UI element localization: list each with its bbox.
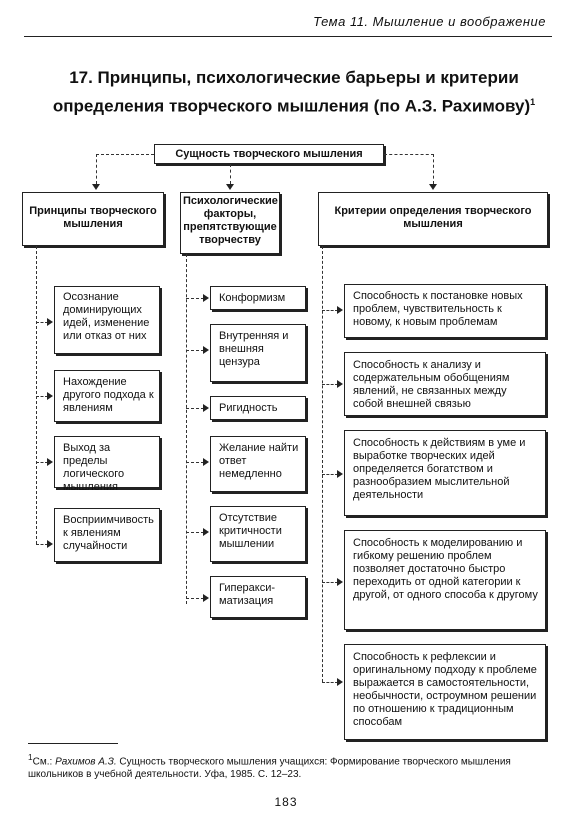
root-connector — [384, 154, 434, 155]
branch — [36, 544, 48, 545]
principle-item-text: Осознание доминирующих идей, изменение и… — [63, 291, 150, 342]
title-line-2-wrap: определения творческого мышления (по А.З… — [34, 90, 554, 119]
criterion-item-text: Способность к действиям в уме и выработк… — [353, 437, 526, 501]
barrier-item: Желание найти ответ немедленно — [210, 436, 306, 492]
criterion-item-text: Способность к анализу и содержательным о… — [353, 359, 510, 410]
section-title: 17. Принципы, психологические барьеры и … — [34, 66, 554, 119]
branch — [36, 462, 48, 463]
barrier-item-text: Гиперакси-матизация — [219, 582, 276, 607]
branch — [322, 682, 338, 683]
criterion-item-text: Способность к постановке новых проблем, … — [353, 290, 523, 328]
arrow-right — [203, 404, 209, 412]
barrier-item: Гиперакси-матизация — [210, 576, 306, 618]
barrier-item-text: Внутренняя и внешняя цензура — [219, 330, 289, 368]
root-connector — [96, 154, 154, 155]
barrier-item-text: Желание найти ответ немедленно — [219, 442, 299, 480]
arrow-right — [203, 458, 209, 466]
barrier-item-text: Отсутствие критичности мышлении — [219, 512, 282, 550]
barrier-item: Внутренняя и внешняя цензура — [210, 324, 306, 382]
title-footnote-mark: 1 — [530, 97, 536, 107]
title-line-2: определения творческого мышления (по А.З… — [52, 96, 531, 116]
branch — [322, 384, 338, 385]
root-box: Сущность творческого мышления — [154, 144, 384, 164]
footnote-mark: 1 — [28, 752, 33, 762]
criteria-heading: Критерии определения творческого мышлени… — [318, 192, 548, 246]
header-rule — [24, 36, 552, 37]
criterion-item-text: Способность к моделированию и гибкому ре… — [353, 537, 538, 601]
criterion-item-text: Способность к рефлексии и оригинальному … — [353, 651, 537, 728]
root-connector — [433, 154, 434, 184]
principle-item-text: Нахождение другого подхода к явлениям — [63, 376, 154, 414]
branch — [186, 532, 204, 533]
footnote: 1См.: Рахимов А.З. Сущность творческого … — [28, 751, 548, 781]
branch — [36, 322, 48, 323]
arrow-right — [337, 678, 343, 686]
running-header: Тема 11. Мышление и воображение — [0, 0, 572, 40]
barrier-item: Конформизм — [210, 286, 306, 310]
criterion-item: Способность к действиям в уме и выработк… — [344, 430, 546, 516]
footnote-rule — [28, 743, 118, 744]
arrow-right — [47, 318, 53, 326]
branch — [186, 298, 204, 299]
criteria-heading-text: Критерии определения творческого мышлени… — [334, 205, 532, 230]
arrow-right — [203, 528, 209, 536]
principle-item-text: Выход за пределы логического мышления — [63, 442, 125, 493]
criterion-item: Способность к рефлексии и оригинальному … — [344, 644, 546, 740]
principles-heading-text: Принципы творческого мышления — [29, 205, 157, 230]
arrow-right — [203, 594, 209, 602]
branch — [186, 408, 204, 409]
title-line-1: 17. Принципы, психологические барьеры и … — [69, 68, 519, 87]
arrow-down — [92, 184, 100, 190]
root-connector — [230, 164, 231, 184]
barrier-item-text: Ригидность — [219, 402, 278, 414]
diagram: Сущность творческого мышления Принципы т… — [22, 144, 548, 740]
footnote-prefix: См.: — [32, 756, 56, 768]
arrow-right — [203, 294, 209, 302]
arrow-right — [337, 578, 343, 586]
principle-item: Выход за пределы логического мышления — [54, 436, 160, 493]
branch — [186, 598, 204, 599]
arrow-right — [337, 380, 343, 388]
arrow-right — [337, 306, 343, 314]
branch — [186, 350, 204, 351]
principle-item-text: Восприимчивость к явлениям случайности — [63, 514, 154, 552]
footnote-author: Рахимов А.З. — [55, 756, 117, 768]
arrow-right — [47, 458, 53, 466]
barrier-item: Отсутствие критичности мышлении — [210, 506, 306, 562]
arrow-right — [47, 392, 53, 400]
criterion-item: Способность к моделированию и гибкому ре… — [344, 530, 546, 630]
branch — [36, 396, 48, 397]
branch — [322, 310, 338, 311]
criterion-item: Способность к анализу и содержательным о… — [344, 352, 546, 416]
principle-item: Нахождение другого подхода к явлениям — [54, 370, 160, 422]
arrow-right — [47, 540, 53, 548]
root-connector — [96, 154, 97, 184]
barriers-spine — [186, 254, 187, 604]
barriers-heading-text: Психологические факторы, препятствующие … — [183, 195, 278, 246]
principles-heading: Принципы творческого мышления — [22, 192, 164, 246]
principle-item: Восприимчивость к явлениям случайности — [54, 508, 160, 562]
barriers-heading: Психологические факторы, препятствующие … — [180, 192, 280, 254]
branch — [186, 462, 204, 463]
running-title: Тема 11. Мышление и воображение — [313, 14, 546, 29]
barrier-item: Ригидность — [210, 396, 306, 420]
arrow-right — [337, 470, 343, 478]
criterion-item: Способность к постановке новых проблем, … — [344, 284, 546, 338]
principles-spine — [36, 246, 37, 544]
footnote-text: Сущность творческого мышления учащихся: … — [28, 756, 511, 781]
arrow-down — [226, 184, 234, 190]
barrier-item-text: Конформизм — [219, 292, 286, 304]
arrow-down — [429, 184, 437, 190]
criteria-spine — [322, 246, 323, 682]
branch — [322, 582, 338, 583]
principle-item: Осознание доминирующих идей, изменение и… — [54, 286, 160, 354]
branch — [322, 474, 338, 475]
page-number: 183 — [274, 795, 298, 809]
arrow-right — [203, 346, 209, 354]
root-label: Сущность творческого мышления — [175, 148, 363, 160]
